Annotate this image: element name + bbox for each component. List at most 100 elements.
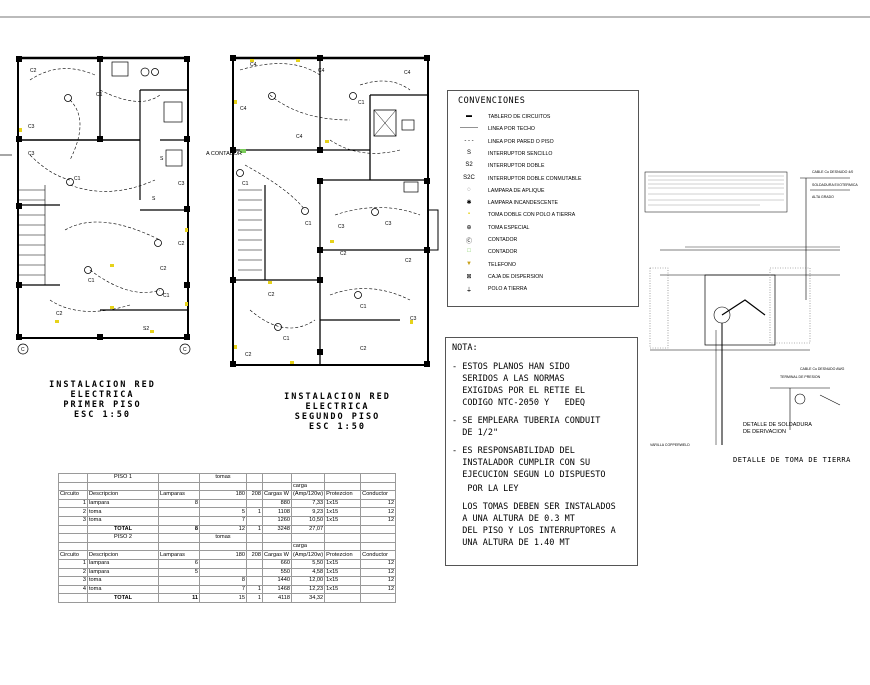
table-cell: 1108 xyxy=(262,507,292,517)
plan1-label: C1 xyxy=(163,293,170,299)
legend-symbol-icon: ⊕ xyxy=(466,224,472,231)
table-cell xyxy=(58,481,88,492)
plan1-label: C1 xyxy=(74,176,81,182)
plan1-title-line: ESC 1:50 xyxy=(74,410,131,420)
table-cell: lampara xyxy=(87,558,159,569)
plan1-label: C1 xyxy=(96,92,103,98)
plan2-label: C1 xyxy=(305,221,312,227)
table-cell xyxy=(324,524,362,535)
plan2-label: C4 xyxy=(250,62,257,68)
table-cell xyxy=(262,473,292,483)
table-cell: 12 xyxy=(360,576,397,586)
plan1-label: C2 xyxy=(56,311,63,317)
table-cell: 7,33 xyxy=(290,498,326,509)
plan2-label: C2 xyxy=(360,346,367,352)
table-cell xyxy=(262,533,292,543)
plan1-label: C2 xyxy=(178,241,185,247)
table-cell xyxy=(360,524,397,535)
note-line: SERIDOS A LAS NORMAS xyxy=(452,374,565,384)
table-cell: tomas xyxy=(199,533,247,543)
table-cell xyxy=(158,584,200,595)
legend-symbol-icon: ▪ xyxy=(467,211,471,218)
plan1-label: S xyxy=(152,196,156,202)
table-cell xyxy=(199,558,247,569)
table-cell: 12 xyxy=(360,584,397,595)
plan2-label: C3 xyxy=(338,224,345,230)
plan1-label: C3 xyxy=(28,151,35,157)
table-cell: lampara xyxy=(87,567,159,578)
legend-symbol-icon: S xyxy=(466,149,471,156)
plan-first-floor xyxy=(0,56,191,355)
table-cell xyxy=(324,541,362,552)
legend-item: ◌LAMPARA DE APLIQUE xyxy=(448,187,638,199)
table-cell xyxy=(58,473,88,483)
ground-small-label: CABLE Cu DESNUDO AWG xyxy=(800,367,845,371)
table-cell: 2 xyxy=(58,507,88,517)
note-line: POR LA LEY xyxy=(452,484,519,494)
table-cell: Descripcion xyxy=(87,490,159,500)
table-cell: 1x15 xyxy=(324,584,362,595)
legend-label: TOMA DOBLE CON POLO A TIERRA xyxy=(488,212,576,219)
plan2-label: C3 xyxy=(385,221,392,227)
table-cell: 12 xyxy=(360,507,397,517)
table-cell: Lamparas xyxy=(158,550,200,560)
table-cell: Cargas W xyxy=(262,490,292,500)
table-cell: 1440 xyxy=(262,576,292,586)
legend-item: ⊕ TOMA ESPECIAL xyxy=(448,224,638,236)
table-cell: 34,32 xyxy=(290,593,326,603)
note-line: UNA ALTURA DE 1.40 MT xyxy=(452,538,570,548)
table-cell: 1x15 xyxy=(324,576,362,586)
legend-item: ▬TABLERO DE CIRCUITOS xyxy=(448,113,638,125)
table-cell: 1 xyxy=(58,558,88,569)
plan2-title-line: INSTALACION RED xyxy=(284,392,391,402)
table-cell xyxy=(324,593,362,603)
table-cell xyxy=(58,524,88,535)
legend-symbol-icon: S2 xyxy=(465,162,473,169)
legend-symbol-icon: ✱ xyxy=(466,200,472,207)
ground-small-label: VARILLA COPPERWELD xyxy=(650,443,690,447)
legend-item: ⏚ POLO A TIERRA xyxy=(448,285,638,297)
table-cell: 5,50 xyxy=(290,558,326,569)
table-cell: 208 xyxy=(246,490,263,500)
table-cell: 3 xyxy=(58,576,88,586)
table-cell: 6 xyxy=(158,558,200,569)
table-cell xyxy=(360,593,397,603)
table-cell xyxy=(58,541,88,552)
legend-label: LINEA POR PARED O PISO xyxy=(488,138,554,145)
legend-label: POLO A TIERRA xyxy=(488,286,528,293)
table-cell: 1 xyxy=(246,524,263,535)
legend-symbol-icon: ⏚ xyxy=(465,288,472,295)
table-cell: 5 xyxy=(199,507,247,517)
table-cell: 7 xyxy=(199,584,247,595)
note-line: - ESTOS PLANOS HAN SIDO xyxy=(452,362,570,372)
legend-item: ⊠ CAJA DE DISPERSION xyxy=(448,273,638,285)
table-cell: TOTAL xyxy=(87,593,159,603)
plan1-label: C3 xyxy=(28,124,35,130)
table-cell: 7 xyxy=(199,515,247,526)
note-line: DE 1/2" xyxy=(452,428,499,438)
legend-item: ▪ TOMA DOBLE CON POLO A TIERRA xyxy=(448,211,638,223)
table-cell xyxy=(246,473,263,483)
legend-symbol-icon: ——— xyxy=(460,125,478,132)
legend-label: CAJA DE DISPERSION xyxy=(488,273,544,280)
table-cell xyxy=(262,481,292,492)
weld-detail-title: DETALLE DE SOLDADURA DE DERIVACION xyxy=(743,422,812,435)
plan2-label: C4 xyxy=(240,106,247,112)
legend-label: TOMA ESPECIAL xyxy=(488,224,530,231)
legend-symbol-icon: ▼ xyxy=(466,260,472,267)
table-cell: 11 xyxy=(158,593,200,603)
note-line: - ES RESPONSABILIDAD DEL xyxy=(452,446,575,456)
table-subheader: carga xyxy=(58,541,397,552)
plan2-contador: A CONTADOR xyxy=(206,151,242,157)
legend-symbol-icon: S2C xyxy=(463,174,475,181)
legend-symbol-icon: ⊠ xyxy=(466,273,472,280)
table-cell: Circuito xyxy=(58,490,88,500)
table-cell: 4,58 xyxy=(290,567,326,578)
